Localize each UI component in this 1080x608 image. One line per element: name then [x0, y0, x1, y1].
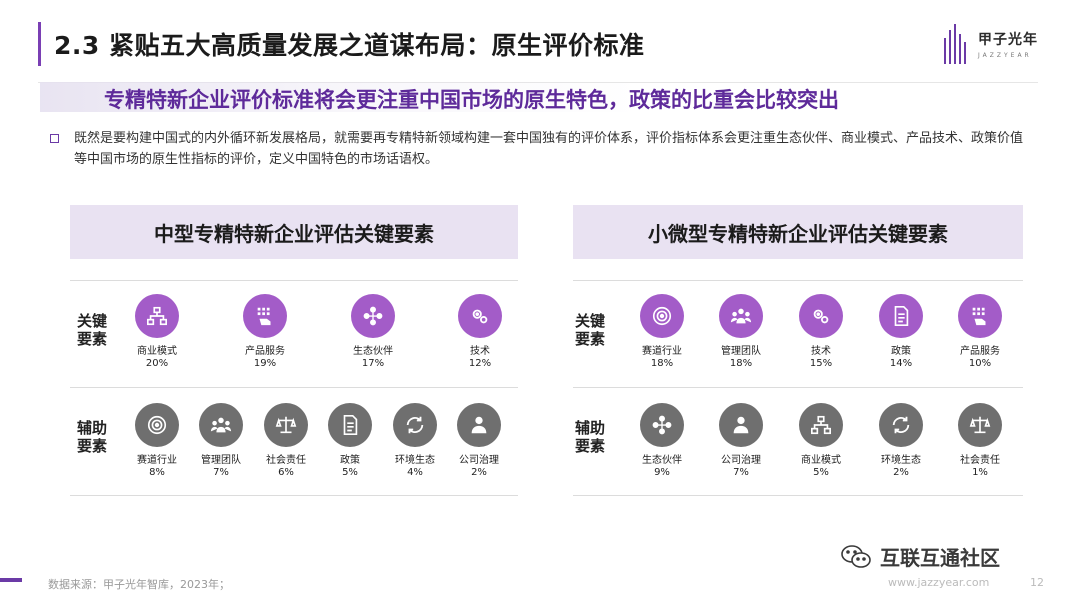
right-aux-item: 商业模式 5% — [781, 403, 861, 479]
cycle-icon — [879, 403, 923, 447]
right-key-item: 赛道行业 18% — [622, 294, 702, 370]
left-aux-item: 政策 5% — [310, 403, 390, 479]
left-key-item: 商业模式 20% — [117, 294, 197, 370]
subtitle: 专精特新企业评价标准将会更注重中国市场的原生特色，政策的比重会比较突出 — [104, 88, 839, 112]
right-aux-item: 社会责任 1% — [940, 403, 1020, 479]
wechat-text: 互联互通社区 — [880, 546, 1000, 570]
right-aux-item: 环境生态 2% — [861, 403, 941, 479]
left-aux-item: 管理团队 7% — [181, 403, 261, 479]
person-icon — [457, 403, 501, 447]
target-icon — [640, 294, 684, 338]
title-accent-bar — [38, 22, 41, 66]
cycle-icon — [393, 403, 437, 447]
target-icon — [135, 403, 179, 447]
website-url[interactable]: www.jazzyear.com — [888, 576, 990, 589]
logo-subtext: JAZZYEAR — [978, 52, 1032, 59]
logo-mark-icon — [944, 24, 970, 64]
hierarchy-icon — [799, 403, 843, 447]
left-key-label: 关键 要素 — [76, 312, 107, 348]
subtitle-band — [40, 82, 1040, 112]
right-divider-mid — [573, 387, 1023, 388]
intro-paragraph: 既然是要构建中国式的内外循环新发展格局，就需要再专精特新领域构建一套中国独有的评… — [74, 131, 1024, 167]
left-key-item: 产品服务 19% — [225, 294, 305, 370]
person-icon — [719, 403, 763, 447]
left-aux-item: 公司治理 2% — [439, 403, 519, 479]
team-icon — [199, 403, 243, 447]
left-key-item: 技术 12% — [440, 294, 520, 370]
grid-hand-icon — [243, 294, 287, 338]
gears-icon — [799, 294, 843, 338]
left-aux-item: 环境生态 4% — [375, 403, 455, 479]
right-key-item: 政策 14% — [861, 294, 941, 370]
right-panel-header: 小微型专精特新企业评估关键要素 — [573, 205, 1023, 259]
right-aux-item: 公司治理 7% — [701, 403, 781, 479]
left-divider-bottom — [70, 495, 518, 496]
left-divider-mid — [70, 387, 518, 388]
bullet-square-icon — [50, 134, 59, 143]
footer-accent-bar — [0, 578, 22, 582]
wechat-icon — [841, 544, 871, 568]
left-divider-top — [70, 280, 518, 281]
scale-icon — [958, 403, 1002, 447]
wechat-watermark: 互联互通社区 — [840, 542, 1000, 571]
grid-hand-icon — [958, 294, 1002, 338]
left-aux-item: 赛道行业 8% — [117, 403, 197, 479]
page-number: 12 — [1030, 576, 1044, 589]
network-icon — [640, 403, 684, 447]
left-key-item: 生态伙伴 17% — [333, 294, 413, 370]
right-aux-label: 辅助 要素 — [574, 419, 605, 455]
right-aux-item: 生态伙伴 9% — [622, 403, 702, 479]
left-aux-label: 辅助 要素 — [76, 419, 107, 455]
logo-text: 甲子光年 — [978, 32, 1038, 48]
gears-icon — [458, 294, 502, 338]
right-key-item: 技术 15% — [781, 294, 861, 370]
right-divider-top — [573, 280, 1023, 281]
right-divider-bottom — [573, 495, 1023, 496]
right-key-item: 管理团队 18% — [701, 294, 781, 370]
network-icon — [351, 294, 395, 338]
scale-icon — [264, 403, 308, 447]
page-title: 2.3 紧贴五大高质量发展之道谋布局：原生评价标准 — [54, 31, 645, 60]
team-icon — [719, 294, 763, 338]
brand-logo: 甲子光年 JAZZYEAR — [944, 24, 1038, 64]
data-source: 数据来源：甲子光年智库，2023年； — [48, 578, 230, 591]
left-panel-header: 中型专精特新企业评估关键要素 — [70, 205, 518, 259]
right-key-item: 产品服务 10% — [940, 294, 1020, 370]
hierarchy-icon — [135, 294, 179, 338]
right-key-label: 关键 要素 — [574, 312, 605, 348]
left-aux-item: 社会责任 6% — [246, 403, 326, 479]
document-icon — [879, 294, 923, 338]
document-icon — [328, 403, 372, 447]
